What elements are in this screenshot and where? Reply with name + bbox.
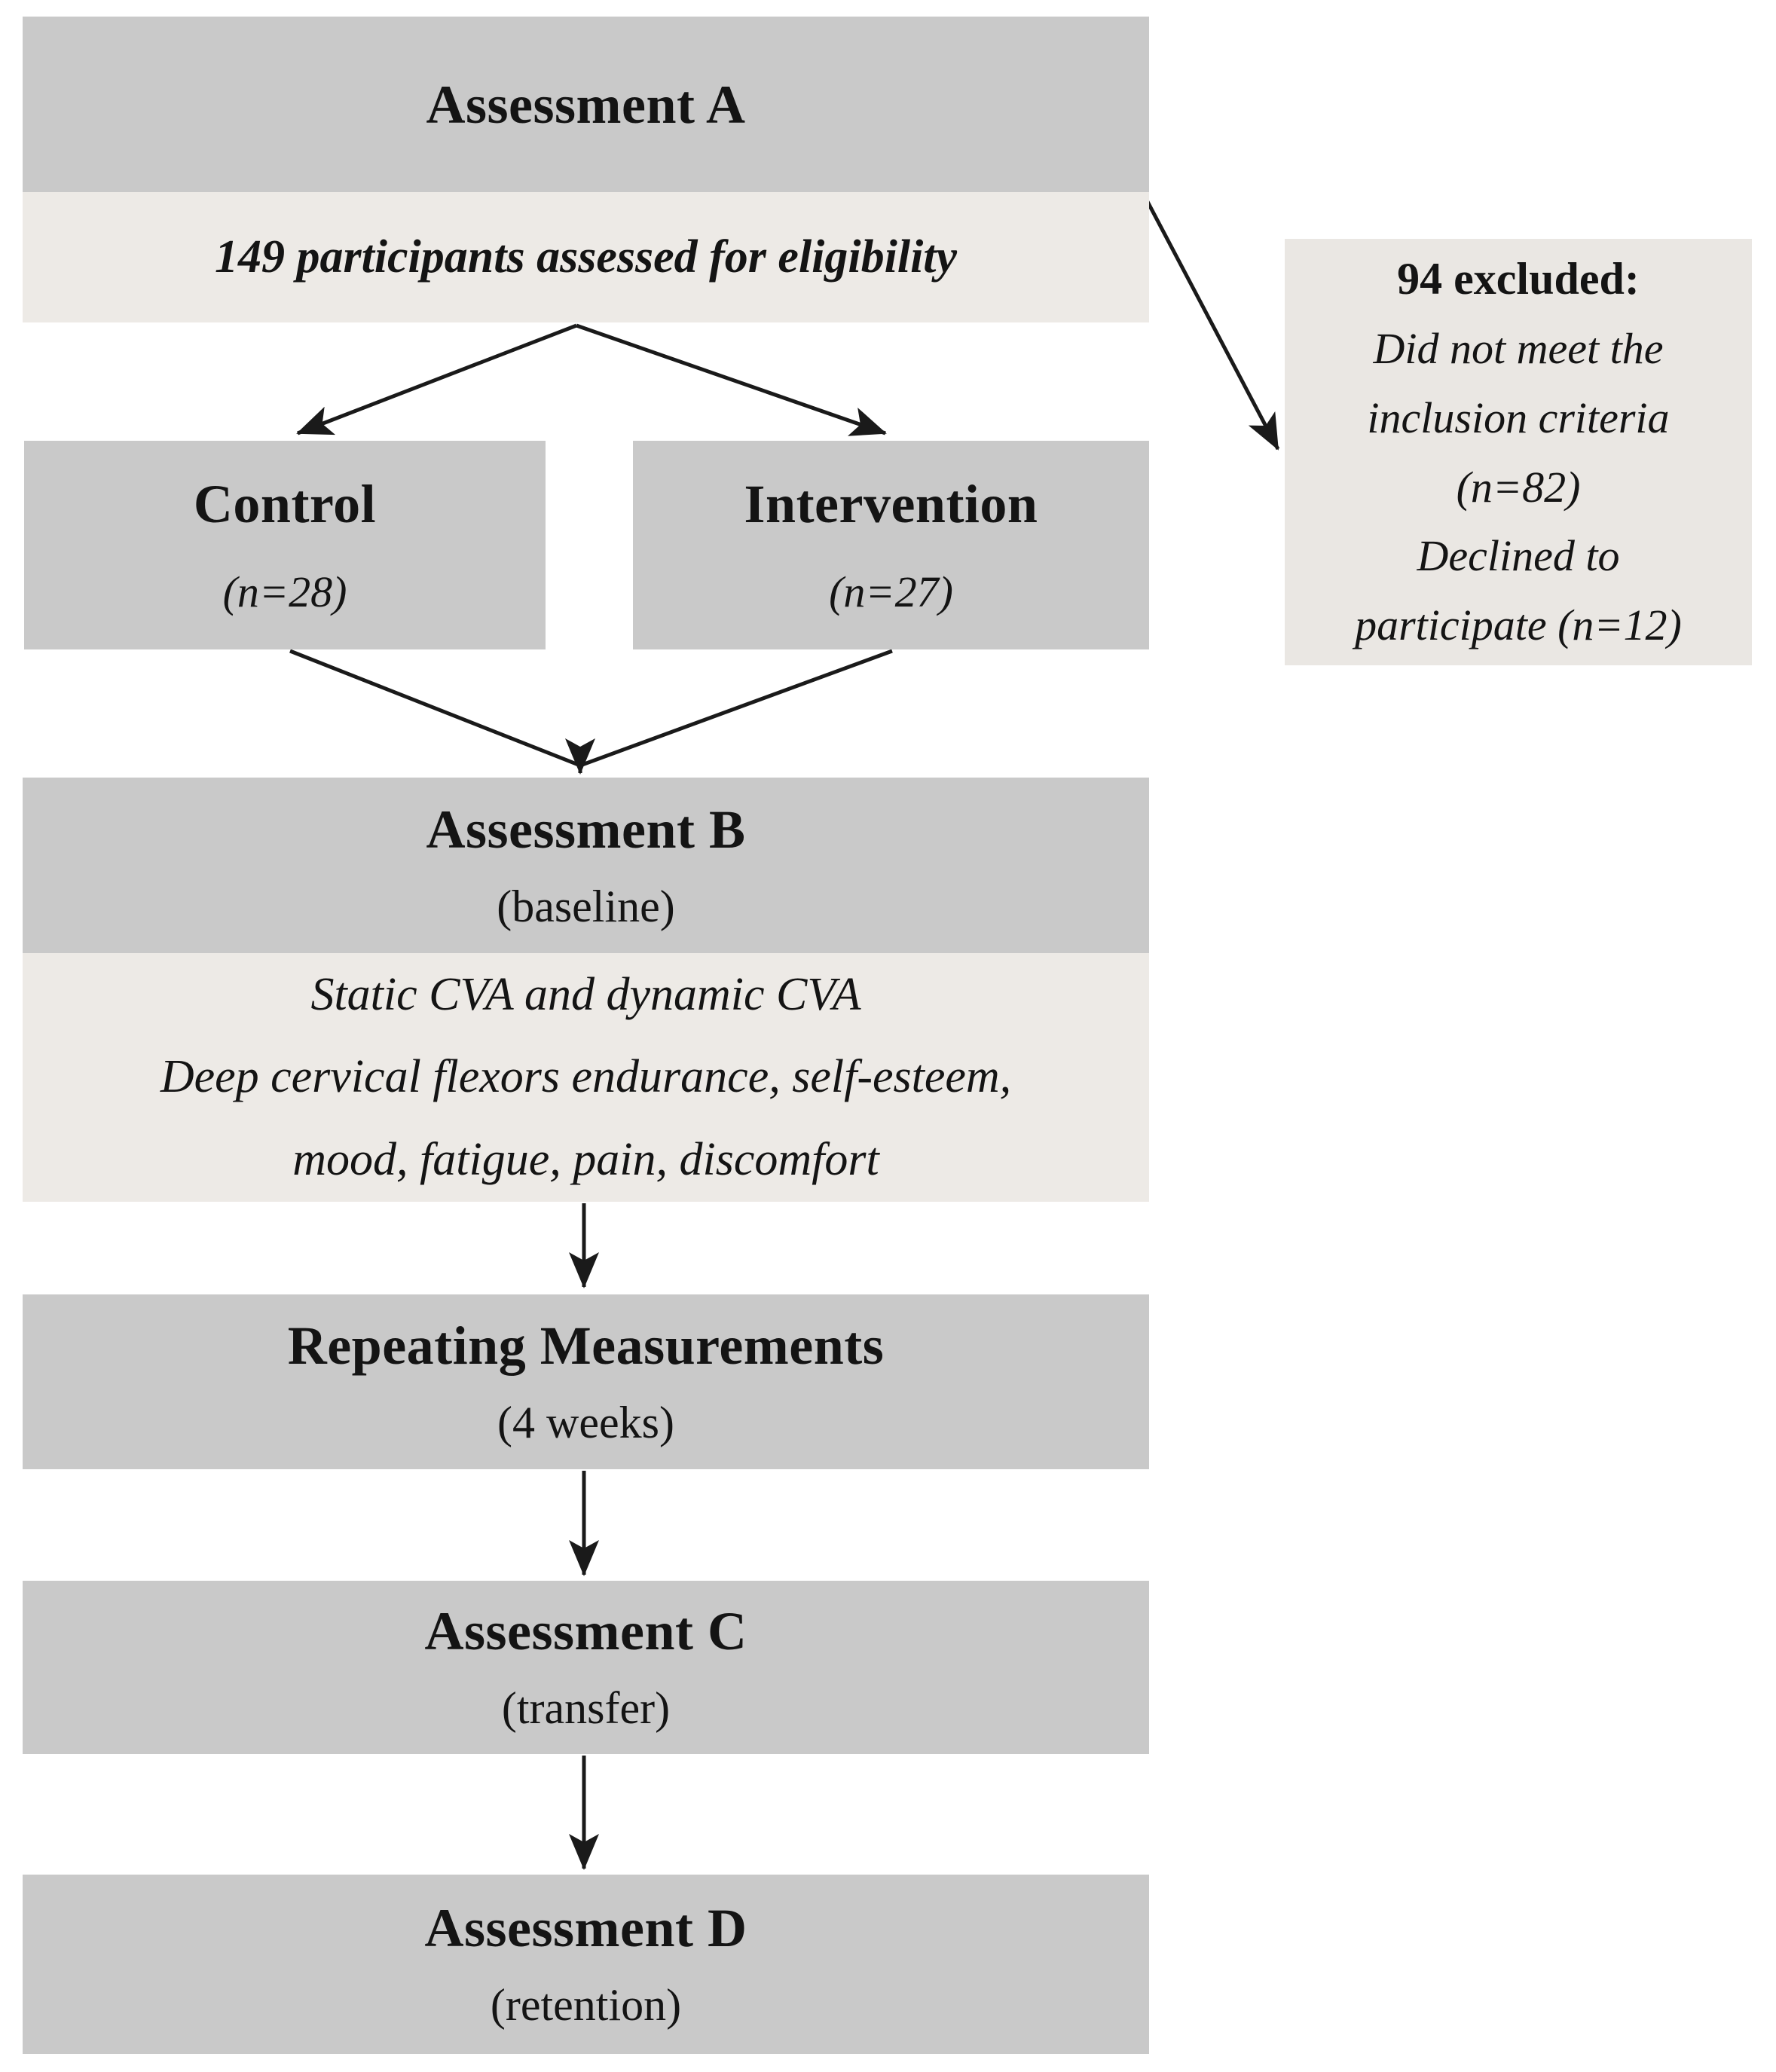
control-n: (n=28)	[222, 567, 347, 616]
repeating-subtitle: (4 weeks)	[497, 1398, 674, 1447]
repeating-measurements-box: Repeating Measurements (4 weeks)	[23, 1294, 1149, 1469]
assessment-a-title: Assessment A	[426, 74, 746, 135]
intervention-box: Intervention (n=27)	[633, 441, 1149, 649]
control-title: Control	[193, 473, 377, 534]
assessment-d-subtitle: (retention)	[490, 1980, 682, 2030]
assessment-b-box: Assessment B (baseline)	[23, 778, 1149, 953]
assessment-d-title: Assessment D	[424, 1898, 747, 1958]
arrow-eligibility-to-control	[296, 323, 577, 435]
eligibility-box: 149 participants assessed for eligibilit…	[23, 192, 1149, 322]
assessment-b-subtitle: (baseline)	[497, 881, 675, 931]
line-intervention-to-assessment-b	[579, 649, 893, 768]
assessment-b-title: Assessment B	[426, 799, 746, 860]
arrow-eligibility-to-intervention	[576, 323, 887, 436]
excluded-line: (n=82)	[1456, 462, 1581, 512]
excluded-line: Declined to	[1417, 531, 1620, 581]
measures-line: Deep cervical flexors endurance, self-es…	[160, 1051, 1012, 1103]
intervention-n: (n=27)	[829, 567, 953, 616]
line-control-to-assessment-b	[289, 649, 581, 768]
assessment-c-subtitle: (transfer)	[501, 1683, 671, 1733]
assessment-d-box: Assessment D (retention)	[23, 1875, 1149, 2054]
control-box: Control (n=28)	[24, 441, 546, 649]
intervention-title: Intervention	[744, 473, 1038, 534]
arrow-eligibility-to-excluded	[1143, 196, 1280, 451]
excluded-title: 94 excluded:	[1397, 254, 1640, 304]
excluded-line: Did not meet the	[1373, 324, 1664, 374]
excluded-box: 94 excluded: Did not meet the inclusion …	[1285, 239, 1752, 665]
assessment-c-box: Assessment C (transfer)	[23, 1581, 1149, 1754]
eligibility-text: 149 participants assessed for eligibilit…	[214, 231, 958, 283]
repeating-title: Repeating Measurements	[287, 1316, 885, 1376]
assessment-b-measures-box: Static CVA and dynamic CVA Deep cervical…	[23, 953, 1149, 1202]
measures-line: mood, fatigue, pain, discomfort	[292, 1133, 879, 1185]
assessment-a-box: Assessment A	[23, 17, 1149, 192]
excluded-line: participate (n=12)	[1355, 600, 1682, 649]
excluded-line: inclusion criteria	[1367, 393, 1670, 443]
measures-line: Static CVA and dynamic CVA	[310, 969, 861, 1021]
assessment-c-title: Assessment C	[424, 1601, 747, 1661]
